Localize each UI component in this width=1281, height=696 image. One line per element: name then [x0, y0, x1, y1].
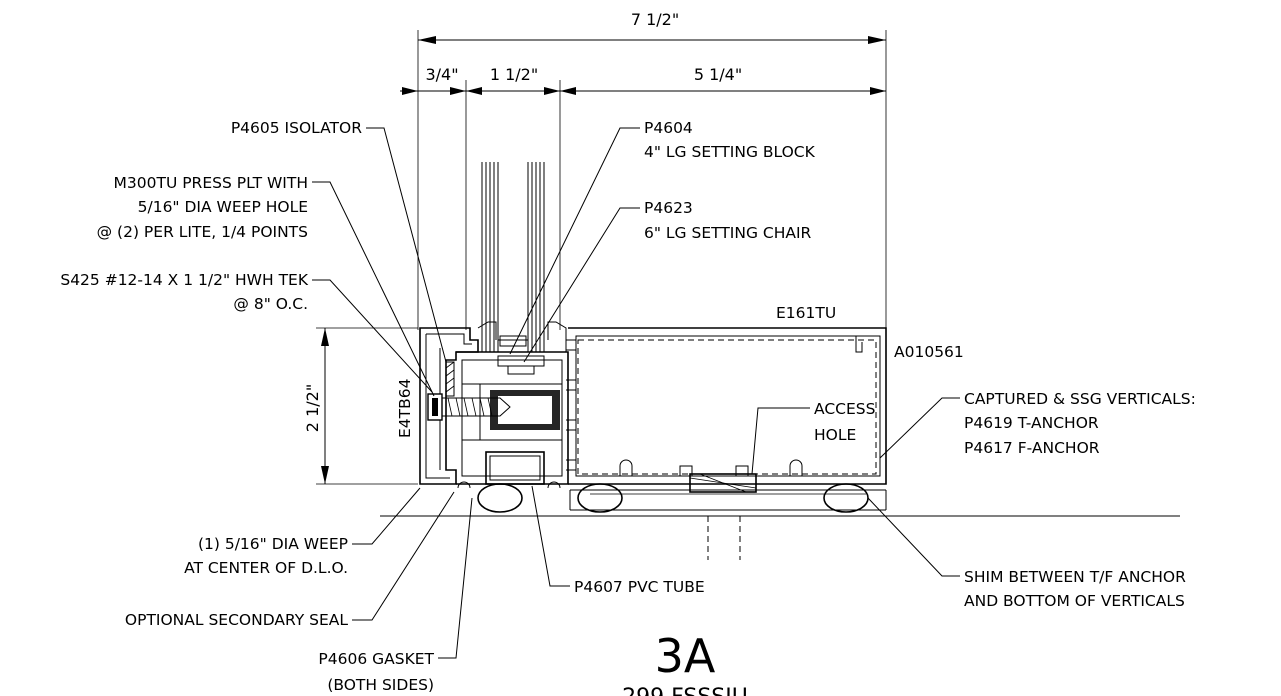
callout-shim-line2: AND BOTTOM OF VERTICALS	[964, 592, 1185, 610]
callout-setting-block-line1: P4604	[644, 119, 693, 137]
callout-press-plate-line2: 5/16" DIA WEEP HOLE	[138, 198, 308, 216]
right-segment-dim: 5 1/4"	[694, 65, 742, 84]
callout-screw-line2: @ 8" O.C.	[233, 295, 308, 313]
callout-captured-line2: P4619 T-ANCHOR	[964, 414, 1099, 432]
anchor-code-label: A010561	[894, 343, 964, 361]
overall-width-dim: 7 1/2"	[631, 10, 679, 29]
callout-gasket-line1: P4606 GASKET	[318, 650, 434, 668]
callout-weep-line2: AT CENTER OF D.L.O.	[184, 559, 348, 577]
glass-segment-dim: 1 1/2"	[490, 65, 538, 84]
detail-series: 299 FSSSIU	[622, 685, 748, 696]
sill-extrusion	[566, 327, 887, 485]
callout-setting-chair-line2: 6" LG SETTING CHAIR	[644, 224, 812, 242]
frame-extrusion	[419, 321, 569, 489]
callout-press-plate-line3: @ (2) PER LITE, 1/4 POINTS	[97, 223, 308, 241]
callout-press-plate-line1: M300TU PRESS PLT WITH	[114, 174, 308, 192]
callout-pvc-tube: P4607 PVC TUBE	[574, 578, 705, 596]
callout-access-hole-line2: HOLE	[814, 426, 856, 444]
callout-setting-chair-line1: P4623	[644, 199, 693, 217]
callout-shim-line1: SHIM BETWEEN T/F ANCHOR	[964, 568, 1186, 586]
dimension-lines	[316, 30, 887, 485]
left-segment-dim: 3/4"	[425, 65, 458, 84]
extrusion-e161tu-label: E161TU	[776, 304, 836, 322]
glass-unit	[481, 162, 545, 353]
callout-isolator: P4605 ISOLATOR	[231, 119, 362, 137]
anchor-assembly	[380, 473, 1180, 560]
detail-number: 3A	[655, 629, 716, 683]
callout-captured-line1: CAPTURED & SSG VERTICALS:	[964, 390, 1196, 408]
extrusion-e4tb64-label: E4TB64	[396, 379, 414, 438]
callout-screw-line1: S425 #12-14 X 1 1/2" HWH TEK	[60, 271, 308, 289]
callout-captured-line3: P4617 F-ANCHOR	[964, 439, 1100, 457]
callout-weep-line1: (1) 5/16" DIA WEEP	[198, 535, 348, 553]
leader-lines	[312, 127, 960, 659]
callout-gasket-line2: (BOTH SIDES)	[327, 676, 434, 694]
height-dim: 2 1/2"	[303, 384, 322, 432]
callout-secondary-seal: OPTIONAL SECONDARY SEAL	[125, 611, 348, 629]
callout-setting-block-line2: 4" LG SETTING BLOCK	[644, 143, 816, 161]
callout-access-hole-line1: ACCESS	[814, 400, 875, 418]
